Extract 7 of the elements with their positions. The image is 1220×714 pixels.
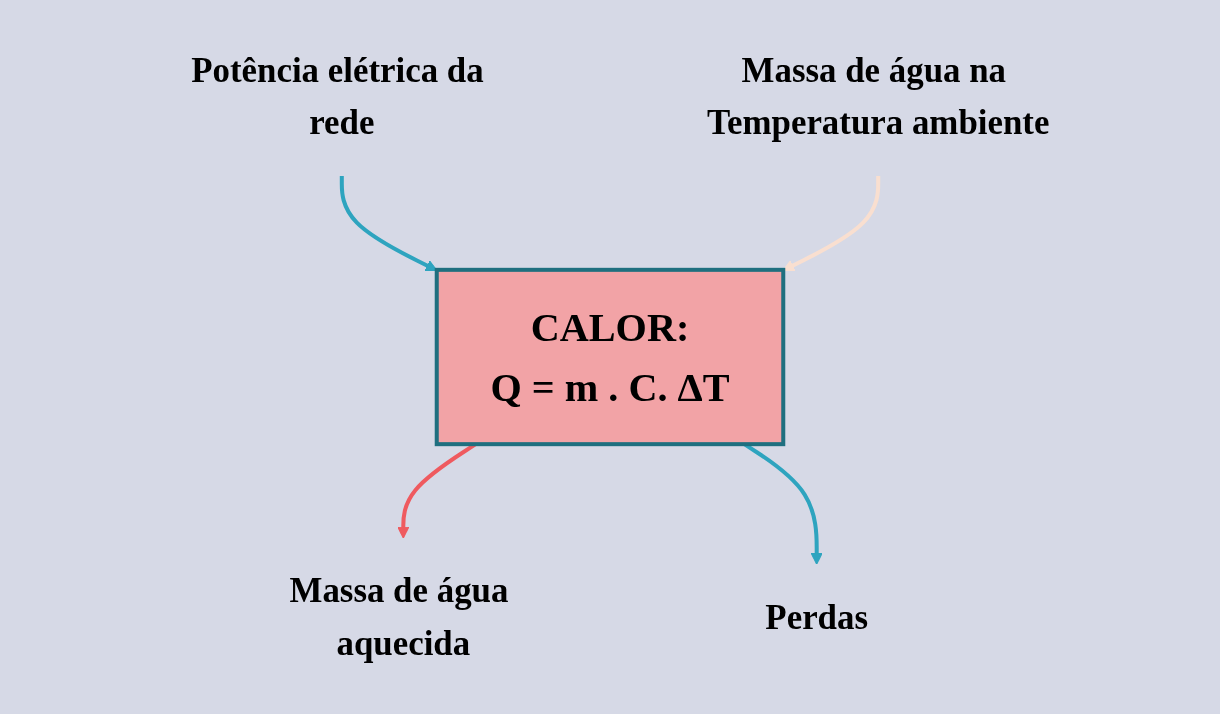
node-text: Massa de água aquecida	[289, 571, 509, 663]
node-text: Massa de água na Temperatura ambiente	[706, 51, 1050, 143]
node-text: Potência elétrica da rede	[191, 51, 484, 143]
node-box: CALOR: Q = m . C. ΔT	[434, 267, 786, 447]
arrow	[782, 175, 881, 271]
arrow	[339, 175, 438, 271]
node-text: Perdas	[765, 597, 869, 637]
